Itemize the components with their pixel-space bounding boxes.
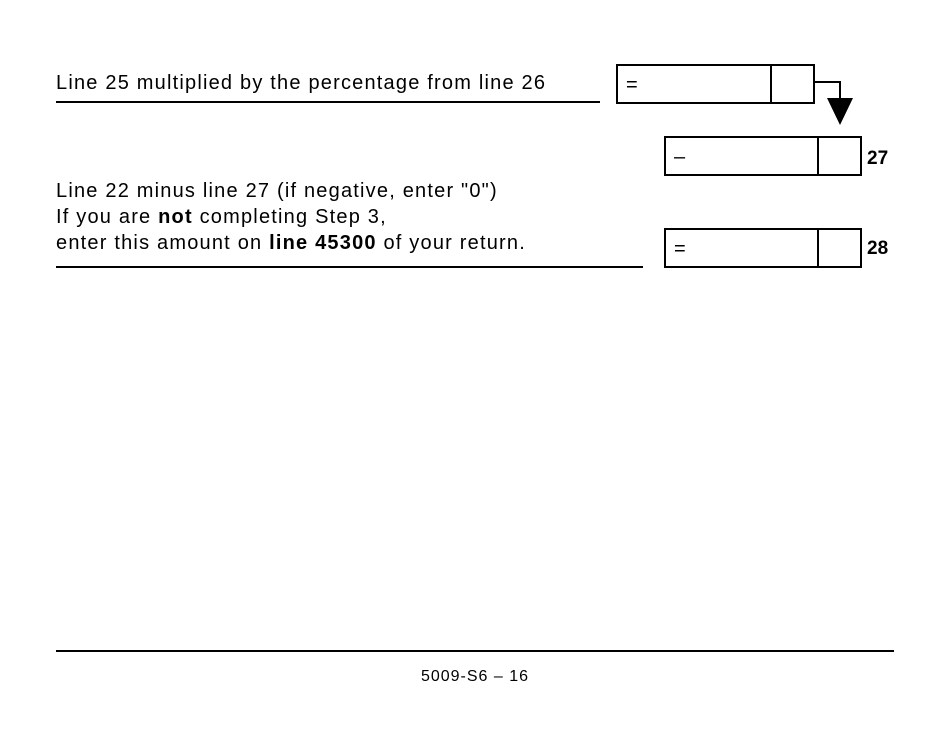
equals-operator: =: [674, 238, 686, 260]
footer-rule: [56, 650, 894, 652]
line28-text-line3: enter this amount on line 45300 of your …: [56, 232, 526, 254]
line28-text-line2: If you are not completing Step 3,: [56, 206, 387, 228]
cents-divider: [817, 230, 819, 266]
minus-operator: –: [674, 146, 686, 168]
line28-field[interactable]: =: [664, 228, 862, 268]
form-id: 5009-S6 – 16: [420, 668, 530, 685]
arrow-down-icon: [814, 81, 853, 125]
line28-text-line1: Line 22 minus line 27 (if negative, ente…: [56, 180, 498, 202]
line26-result-field[interactable]: =: [616, 64, 815, 104]
line-number-28: 28: [867, 238, 889, 259]
line26-result-label: Line 25 multiplied by the percentage fro…: [56, 72, 547, 94]
emphasis-not: not: [158, 206, 193, 228]
label-underline: [56, 266, 643, 268]
line27-field[interactable]: –: [664, 136, 862, 176]
cents-divider: [817, 138, 819, 174]
cents-divider: [770, 66, 772, 102]
equals-operator: =: [626, 74, 638, 96]
emphasis-line-45300: line 45300: [269, 232, 377, 254]
line-number-27: 27: [867, 148, 889, 169]
label-underline: [56, 101, 600, 103]
